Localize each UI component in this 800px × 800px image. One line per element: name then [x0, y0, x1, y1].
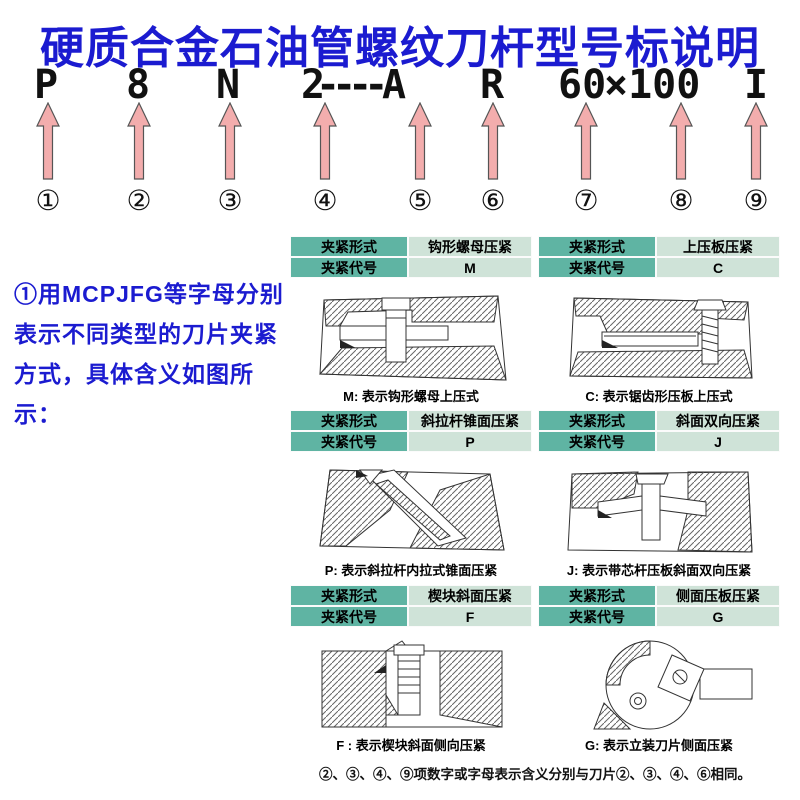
up-arrow-icon: [36, 102, 60, 180]
circled-number: ⑧: [668, 185, 694, 216]
clamp-form-value: 斜面双向压紧: [656, 410, 780, 431]
clamp-code-value: P: [408, 431, 532, 452]
clamp-form-value: 侧面压板压紧: [656, 585, 780, 606]
clamp-caption: M: 表示钩形螺母上压式: [343, 389, 479, 404]
clamp-form-label: 夹紧形式: [538, 585, 656, 606]
clamp-code-label: 夹紧代号: [290, 257, 408, 278]
circled-number: ②: [126, 185, 152, 216]
code-char-6: R: [480, 62, 505, 108]
code-char-3: N: [216, 62, 241, 108]
circled-number: ④: [312, 185, 338, 216]
clamp-diagram-c: [538, 278, 780, 384]
clamp-code-value: F: [408, 606, 532, 627]
up-arrow-icon: [574, 102, 598, 180]
clamp-panel-m: 夹紧形式 钩形螺母压紧 夹紧代号 M M: 表示钩形螺母上压式: [290, 236, 532, 405]
clamp-caption: G: 表示立装刀片侧面压紧: [584, 738, 734, 753]
clamp-form-label: 夹紧形式: [290, 236, 408, 257]
arrow-column-2: ②: [117, 102, 161, 216]
clamp-form-label: 夹紧形式: [290, 410, 408, 431]
clamp-code-value: M: [408, 257, 532, 278]
clamp-form-value: 楔块斜面压紧: [408, 585, 532, 606]
clamp-panel-f: 夹紧形式 楔块斜面压紧 夹紧代号 F F : 表示楔块斜面侧向压紧: [290, 585, 532, 754]
clamp-caption: F : 表示楔块斜面侧向压紧: [336, 738, 486, 753]
clamp-header: 夹紧形式 钩形螺母压紧 夹紧代号 M: [290, 236, 532, 278]
clamp-diagram-j: [538, 452, 780, 558]
code-char-9: I: [744, 62, 769, 108]
clamp-header: 夹紧形式 侧面压板压紧 夹紧代号 G: [538, 585, 780, 627]
clamp-diagram-g: [538, 627, 780, 733]
clamp-header: 夹紧形式 斜面双向压紧 夹紧代号 J: [538, 410, 780, 452]
clamp-caption: P: 表示斜拉杆内拉式锥面压紧: [324, 563, 498, 578]
arrow-column-8: ⑧: [659, 102, 703, 216]
page-title: 硬质合金石油管螺纹刀杆型号标说明: [40, 24, 760, 73]
circled-number: ⑦: [573, 185, 599, 216]
code-char-2: 8: [126, 62, 151, 108]
circled-number: ⑥: [480, 185, 506, 216]
up-arrow-icon: [218, 102, 242, 180]
clamp-panel-c: 夹紧形式 上压板压紧 夹紧代号 C C: 表示锯齿形压板上压式: [538, 236, 780, 405]
arrow-column-5: ⑤: [398, 102, 442, 216]
clamp-panel-p: 夹紧形式 斜拉杆锥面压紧 夹紧代号 P P: 表示斜拉杆内拉式锥面压紧: [290, 410, 532, 579]
up-arrow-icon: [744, 102, 768, 180]
clamp-form-value: 钩形螺母压紧: [408, 236, 532, 257]
clamp-diagram-m: [290, 278, 532, 384]
circled-number: ①: [35, 185, 61, 216]
arrow-column-6: ⑥: [471, 102, 515, 216]
circled-number: ③: [217, 185, 243, 216]
clamp-diagram-p: [290, 452, 532, 558]
arrow-column-7: ⑦: [564, 102, 608, 216]
up-arrow-icon: [408, 102, 432, 180]
clamp-code-label: 夹紧代号: [290, 606, 408, 627]
circled-number: ⑨: [743, 185, 769, 216]
code-char-5: A: [382, 62, 407, 108]
clamp-code-label: 夹紧代号: [538, 257, 656, 278]
arrow-column-1: ①: [26, 102, 70, 216]
circled-number: ⑤: [407, 185, 433, 216]
clamp-header: 夹紧形式 上压板压紧 夹紧代号 C: [538, 236, 780, 278]
clamp-caption: J: 表示带芯杆压板斜面双向压紧: [566, 563, 752, 578]
up-arrow-icon: [127, 102, 151, 180]
arrow-column-4: ④: [303, 102, 347, 216]
clamp-header: 夹紧形式 斜拉杆锥面压紧 夹紧代号 P: [290, 410, 532, 452]
clamp-form-value: 斜拉杆锥面压紧: [408, 410, 532, 431]
up-arrow-icon: [669, 102, 693, 180]
clamp-code-value: G: [656, 606, 780, 627]
clamp-form-label: 夹紧形式: [290, 585, 408, 606]
code-char-8: ×100: [604, 62, 701, 108]
code-char-4: 2: [301, 62, 326, 108]
clamp-code-label: 夹紧代号: [538, 606, 656, 627]
clamp-code-label: 夹紧代号: [290, 431, 408, 452]
up-arrow-icon: [313, 102, 337, 180]
clamp-caption: C: 表示锯齿形压板上压式: [585, 389, 733, 404]
clamp-form-label: 夹紧形式: [538, 410, 656, 431]
clamp-form-label: 夹紧形式: [538, 236, 656, 257]
clamp-code-value: C: [656, 257, 780, 278]
footer-note: ②、③、④、⑨项数字或字母表示含义分别与刀片②、③、④、⑥相同。: [319, 767, 751, 782]
up-arrow-icon: [481, 102, 505, 180]
clamp-header: 夹紧形式 楔块斜面压紧 夹紧代号 F: [290, 585, 532, 627]
clamp-panel-j: 夹紧形式 斜面双向压紧 夹紧代号 J J: 表示带芯杆压板斜面双向压紧: [538, 410, 780, 579]
clamp-code-value: J: [656, 431, 780, 452]
intro-note: ①用MCPJFG等字母分别表示不同类型的刀片夹紧方式，具体含义如图所示：: [14, 281, 284, 427]
code-dashes: ----: [316, 62, 388, 108]
code-char-7: 60: [558, 62, 607, 108]
clamp-form-value: 上压板压紧: [656, 236, 780, 257]
clamp-panel-g: 夹紧形式 侧面压板压紧 夹紧代号 G G: 表示立装刀片侧面压紧: [538, 585, 780, 754]
arrow-column-3: ③: [208, 102, 252, 216]
clamp-diagram-f: [290, 627, 532, 733]
arrow-column-9: ⑨: [734, 102, 778, 216]
code-char-1: P: [34, 62, 59, 108]
clamp-code-label: 夹紧代号: [538, 431, 656, 452]
